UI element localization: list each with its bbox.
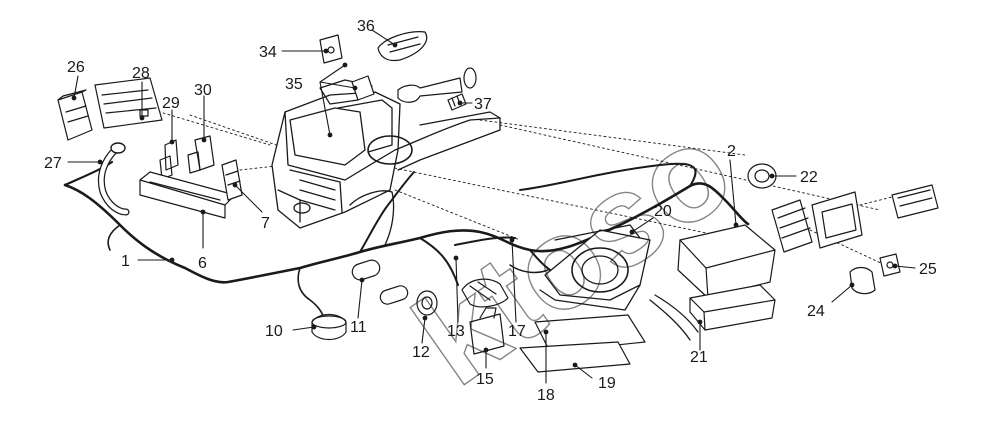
- callout-10: 10: [265, 323, 283, 340]
- part-24-lamp: [849, 266, 876, 295]
- part-2-control-unit: [677, 224, 776, 299]
- callout-37: 37: [474, 96, 492, 113]
- callout-18: 18: [537, 387, 555, 404]
- part-30-switch: [187, 135, 215, 174]
- callout-11: 11: [350, 319, 367, 336]
- part-17-hose: [509, 264, 549, 274]
- harness-drop-10: [297, 267, 326, 321]
- callout-22: 22: [800, 169, 818, 186]
- part-35-horn: [351, 67, 477, 103]
- part-21-module: [689, 284, 776, 331]
- callout-25: 25: [919, 261, 937, 278]
- part-ecu-module: [811, 191, 863, 249]
- callout-28: 28: [132, 65, 150, 82]
- part-10-sensor: [311, 313, 347, 341]
- callout-20: 20: [654, 203, 672, 220]
- callout-30: 30: [194, 82, 212, 99]
- callout-13: 13: [447, 323, 465, 340]
- callout-17: 17: [508, 323, 526, 340]
- callout-2: 2: [727, 143, 736, 160]
- part-15-switch: [469, 307, 505, 355]
- callout-arrowheads: [71, 42, 898, 368]
- cable-to-21: [649, 294, 699, 341]
- harness-drop-27: [107, 224, 121, 251]
- part-25-switch: [879, 253, 901, 277]
- part-34-unit: [319, 34, 343, 64]
- part-11-side-lamps: [351, 259, 409, 305]
- callout-35: 35: [285, 76, 303, 93]
- part-27-hose: [97, 142, 130, 216]
- callout-19: 19: [598, 375, 616, 392]
- part-20-heater-unit: [539, 224, 651, 311]
- callout-labels: 1 2 6 7 10 11 12 13 15 17 18 19 20 21 22…: [44, 18, 937, 404]
- part-26-relay: [57, 89, 93, 141]
- truck-cab: [271, 91, 501, 246]
- harness-branch-right: [519, 162, 697, 191]
- part-13-boot: [461, 278, 509, 308]
- callout-12: 12: [412, 344, 430, 361]
- callout-36: 36: [357, 18, 375, 35]
- callout-29: 29: [162, 95, 180, 112]
- part-19-cover-plate: [519, 341, 631, 373]
- callout-34: 34: [259, 44, 277, 61]
- callout-leaders: [67, 29, 916, 384]
- part-28-instrument-panel: [94, 77, 163, 129]
- part-7-switch-block: [221, 159, 243, 201]
- part-ecu-cover: [891, 184, 939, 219]
- callout-24: 24: [807, 303, 825, 320]
- callout-6: 6: [198, 255, 207, 272]
- part-12-grommet: [416, 290, 438, 316]
- part-36-lamp: [377, 31, 428, 62]
- harness-branch-cab: [359, 171, 415, 253]
- callout-26: 26: [67, 59, 85, 76]
- callout-27: 27: [44, 155, 62, 172]
- callout-15: 15: [476, 371, 494, 388]
- callout-21: 21: [690, 349, 708, 366]
- part-ecu-bracket: [771, 199, 813, 253]
- callout-1: 1: [121, 253, 130, 270]
- part-6-tray: [139, 171, 236, 219]
- callout-7: 7: [261, 215, 270, 232]
- part-29-bracket: [159, 139, 179, 180]
- part-37-connector: [447, 93, 467, 111]
